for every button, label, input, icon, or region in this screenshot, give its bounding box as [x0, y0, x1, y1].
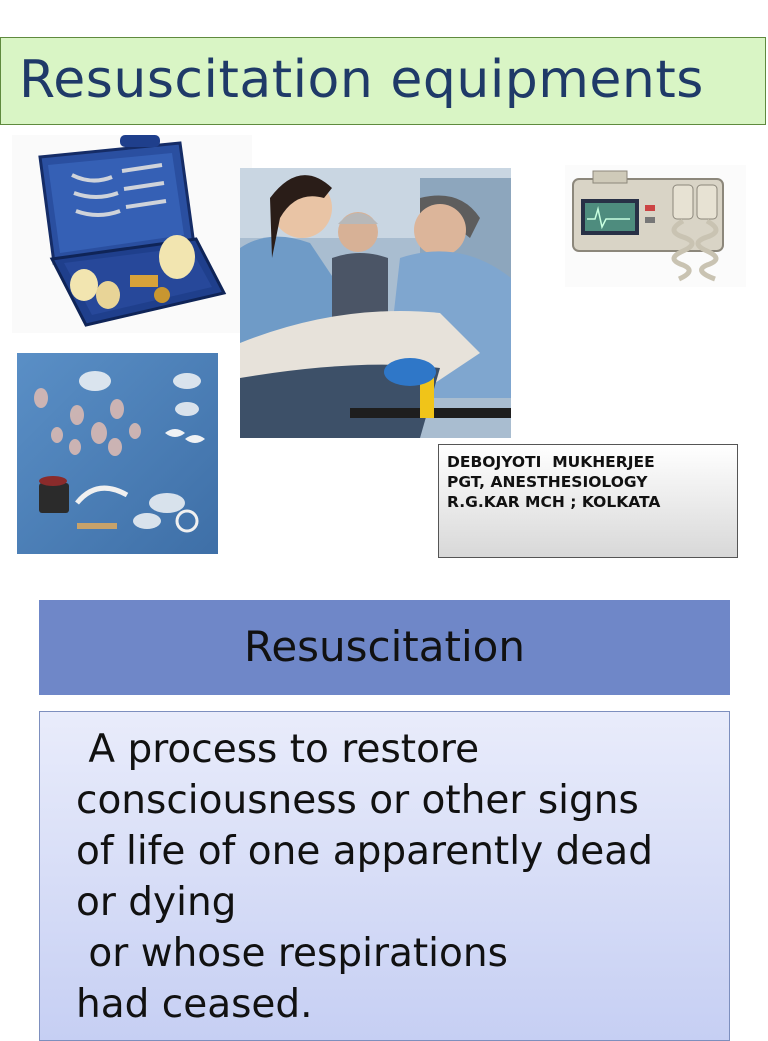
author-institution: R.G.KAR MCH ; KOLKATA [447, 493, 661, 511]
author-name: DEBOJYOTI MUKHERJEE [447, 453, 655, 471]
defibrillator-image [565, 165, 746, 287]
author-position: PGT, ANESTHESIOLOGY [447, 473, 648, 491]
resuscitation-team-photo [240, 168, 511, 438]
section-heading-box: Resuscitation [39, 600, 730, 695]
author-credit-box: DEBOJYOTI MUKHERJEE PGT, ANESTHESIOLOGY … [438, 444, 738, 558]
title-banner: Resuscitation equipments [0, 37, 766, 125]
section-heading: Resuscitation [244, 622, 525, 671]
bag-valve-mask-set-image [17, 353, 218, 554]
slide-title: Resuscitation equipments [19, 50, 704, 110]
definition-text: A process to restore consciousness or ot… [76, 727, 653, 1027]
definition-box: A process to restore consciousness or ot… [39, 711, 730, 1041]
laryngoscope-kit-case-image [12, 135, 252, 333]
